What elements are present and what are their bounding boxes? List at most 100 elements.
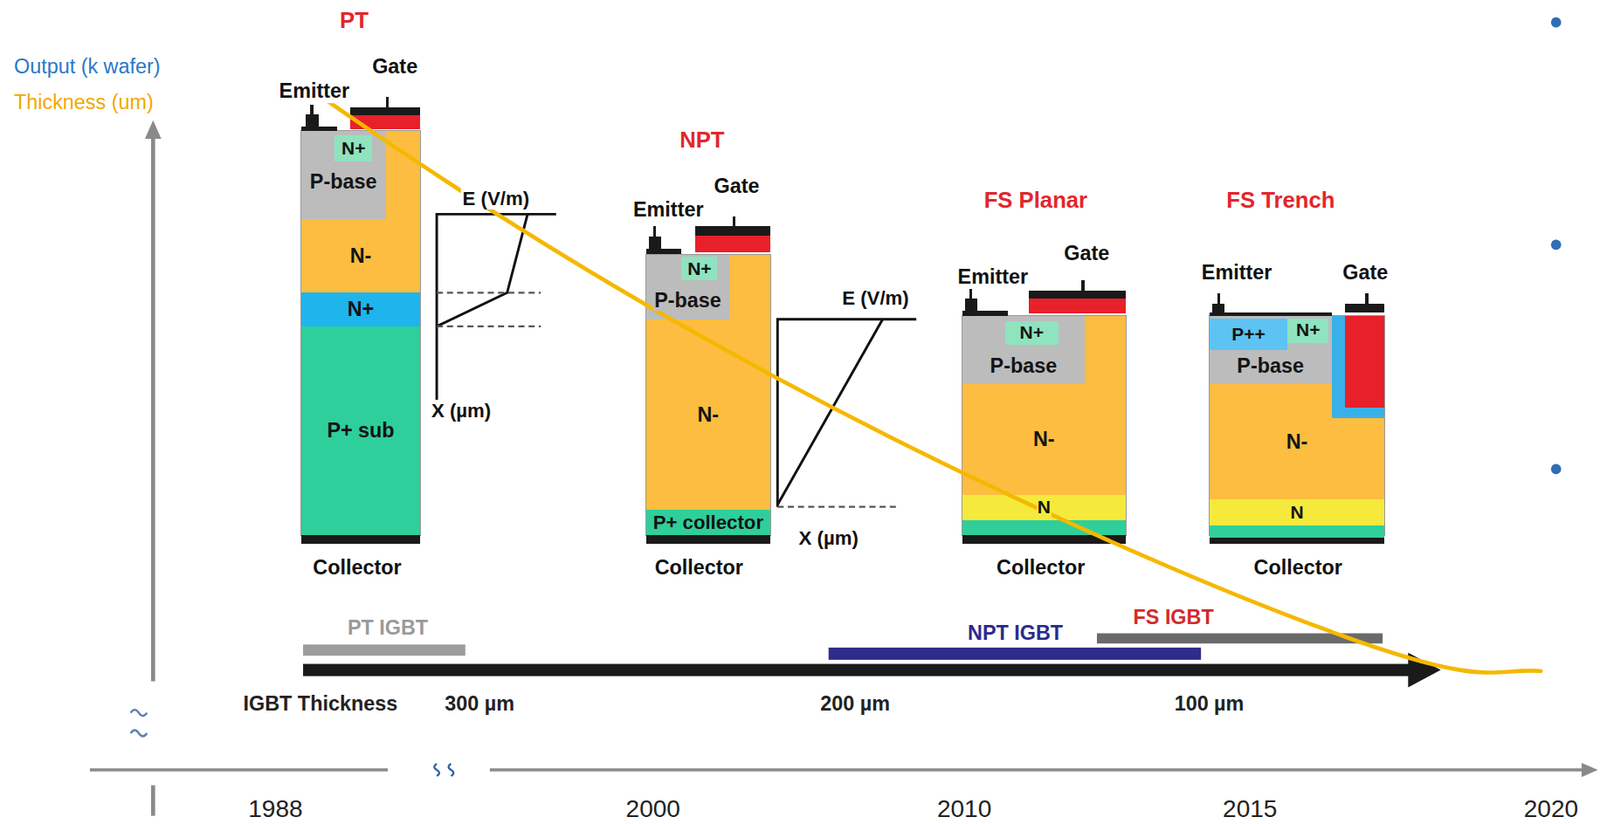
n-drift-region: N- [646, 319, 772, 511]
y-axis-head [144, 120, 162, 139]
layer-label: N+ [1295, 320, 1321, 340]
field-stop-layer: N [1209, 499, 1386, 525]
terminal-label: Collector [653, 557, 745, 580]
year-label: 1988 [246, 795, 304, 823]
bullet [1551, 17, 1562, 28]
year-label: 2015 [1220, 795, 1279, 823]
n-plus-region: N+ [334, 135, 373, 161]
terminal-label: Emitter [956, 266, 1030, 290]
terminal-label: Collector [310, 557, 403, 580]
year-label: 2020 [1522, 795, 1580, 823]
plot-axis-label: X (µm) [797, 528, 861, 550]
bullet [1551, 464, 1562, 476]
era-label: FS IGBT [1131, 606, 1216, 630]
n-drift-region: N- [301, 219, 421, 293]
device-structure-part [653, 226, 657, 237]
layer-label: N- [349, 245, 373, 268]
device-structure-part [646, 248, 683, 255]
device-stack: P++N+P-baseN-NFS Trench [1209, 316, 1386, 536]
n-buffer-layer: N+ [301, 292, 421, 327]
device-structure-part [962, 520, 1126, 537]
era-bar [828, 648, 1201, 661]
layer-label: P-base [1235, 355, 1305, 378]
device-stack: N+P-baseN-NFS Planar [962, 316, 1126, 536]
terminal-label: Emitter [631, 199, 705, 222]
axis-label: Thickness (um) [12, 91, 156, 115]
device-structure-part [962, 535, 1126, 544]
era-bar [303, 644, 466, 656]
device-structure-part [1344, 316, 1386, 408]
device-structure-part [1209, 525, 1386, 538]
device-title: FS Trench [1224, 187, 1337, 214]
device-structure-part [350, 115, 421, 130]
device-structure-part [1344, 303, 1386, 312]
x-axis-head [1581, 763, 1599, 778]
x-axis [489, 768, 1587, 773]
device-structure-part [1209, 537, 1386, 545]
bullet [1551, 240, 1562, 251]
terminal-label: Emitter [277, 80, 352, 104]
n-plus-region: N+ [1287, 318, 1329, 344]
device-structure-part [648, 236, 662, 249]
layer-label: N- [696, 404, 721, 427]
thickness-value: 200 µm [818, 693, 892, 717]
era-bar [1096, 634, 1383, 645]
year-label: 2000 [624, 795, 683, 823]
layer-label: N+ [340, 138, 366, 159]
axis-break [434, 764, 454, 777]
p-base-region: N+P-base [962, 316, 1085, 385]
thickness-arrow [303, 664, 1411, 677]
field-profile [777, 319, 883, 506]
layer-label: N [1036, 497, 1052, 518]
device-title: PT [337, 7, 371, 34]
field-axes [777, 319, 917, 508]
terminal-label: Gate [712, 175, 762, 199]
p-substrate-layer: P+ sub [301, 326, 421, 537]
p-base-region: N+ P-base [301, 131, 387, 221]
n-drift-region: N- [1209, 384, 1386, 500]
device-structure-part [695, 226, 771, 236]
plot-axis-label: E (V/m) [840, 288, 911, 310]
era-label: NPT IGBT [965, 622, 1065, 646]
terminal-label: Emitter [1200, 262, 1274, 285]
layer-label: P-base [309, 171, 379, 194]
p-base-region: N+ P-base [646, 255, 731, 320]
device-structure-part [969, 289, 973, 300]
y-axis-stub [151, 786, 156, 817]
device-structure-part [350, 107, 421, 116]
device-title: NPT [677, 127, 726, 153]
device-structure-part [1028, 298, 1126, 313]
layer-label: P-base [653, 289, 723, 312]
device-structure-part [386, 96, 390, 108]
plot-axis-label: X (µm) [429, 400, 493, 422]
y-axis [151, 134, 156, 682]
device-title: FS Planar [982, 187, 1090, 214]
p-plus-plus-region: P++ [1209, 318, 1289, 351]
thickness-trend-curve [310, 89, 1541, 674]
device-structure-part [1217, 293, 1221, 304]
layer-label: P+ collector [652, 512, 765, 533]
layer-label: P+ sub [325, 420, 395, 442]
thickness-value: 100 µm [1172, 693, 1247, 717]
field-profile [436, 213, 528, 327]
field-axes [436, 213, 557, 400]
era-label: PT IGBT [345, 617, 430, 641]
device-structure-part [305, 114, 318, 127]
terminal-label: Gate [370, 55, 420, 79]
n-plus-region: N+ [681, 256, 718, 281]
device-stack: N+P-baseN-P+ collectorNPT [646, 255, 772, 536]
field-stop-layer: N [962, 495, 1126, 521]
layer-label: N- [1285, 431, 1310, 454]
device-structure-part [310, 104, 314, 116]
terminal-label: Gate [1340, 262, 1390, 285]
p-base-region: P++ N+ P-base [1209, 316, 1332, 385]
device-stack: N+P-baseN-N+P+ subPT [301, 131, 421, 537]
thickness-value: 300 µm [442, 693, 517, 717]
year-label: 2010 [935, 795, 994, 823]
terminal-label: Collector [994, 557, 1087, 580]
layer-boundary [777, 505, 900, 508]
layer-label: N+ [1018, 323, 1044, 343]
device-structure-part [301, 535, 421, 544]
p-collector-layer: P+ collector [646, 510, 772, 536]
